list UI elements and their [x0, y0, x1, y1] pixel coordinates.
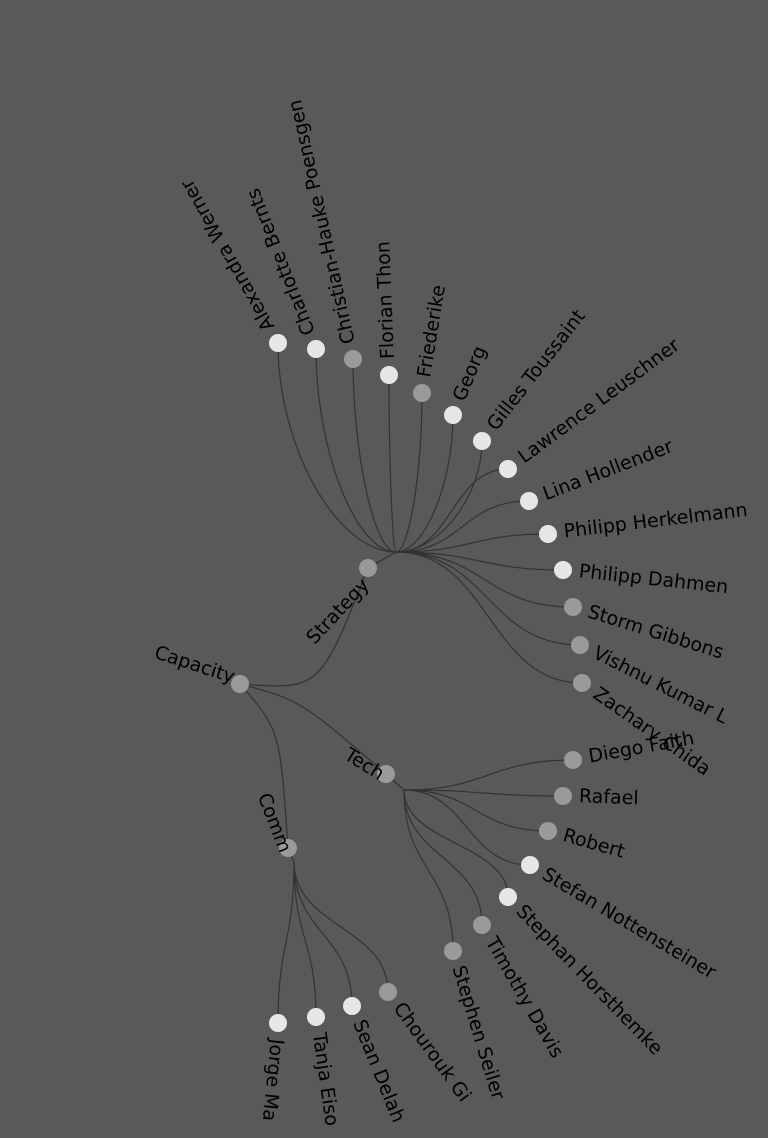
- member-node[interactable]: [269, 334, 287, 352]
- member-node[interactable]: [573, 674, 591, 692]
- member-node[interactable]: [413, 384, 431, 402]
- member-label: Friederike: [413, 283, 450, 379]
- member-node[interactable]: [344, 350, 362, 368]
- member-node[interactable]: [499, 460, 517, 478]
- member-label: Philipp Dahmen: [578, 560, 730, 598]
- leaf-link: [395, 551, 564, 571]
- leaf-link: [403, 789, 564, 797]
- leaf-link: [315, 348, 397, 553]
- leaf-link: [403, 789, 454, 952]
- leaf-link: [395, 440, 483, 553]
- member-node[interactable]: [473, 916, 491, 934]
- tree-nodes: [231, 334, 591, 1032]
- leaf-link: [352, 358, 397, 553]
- member-node[interactable]: [499, 888, 517, 906]
- leaf-link: [395, 500, 530, 553]
- member-label: Jorge Ma: [258, 1037, 288, 1122]
- member-label: Philipp Herkelmann: [563, 499, 749, 543]
- member-node[interactable]: [539, 822, 557, 840]
- member-label: Florian Thon: [372, 241, 399, 360]
- leaf-link: [388, 374, 397, 553]
- member-label: Robert: [561, 824, 628, 862]
- leaf-link: [395, 468, 509, 553]
- member-node[interactable]: [473, 432, 491, 450]
- leaf-link: [395, 392, 423, 553]
- member-node[interactable]: [444, 942, 462, 960]
- member-node[interactable]: [379, 983, 397, 1001]
- member-node[interactable]: [520, 492, 538, 510]
- member-node[interactable]: [521, 856, 539, 874]
- member-node[interactable]: [564, 598, 582, 616]
- member-node[interactable]: [554, 561, 572, 579]
- member-node[interactable]: [564, 751, 582, 769]
- leaf-link: [403, 789, 549, 832]
- leaf-link: [293, 861, 353, 1007]
- leaf-link: [395, 551, 574, 608]
- leaf-link: [293, 861, 317, 1018]
- member-node[interactable]: [444, 406, 462, 424]
- root-label: Capacity: [152, 641, 238, 688]
- leaf-link: [395, 533, 549, 553]
- member-node[interactable]: [539, 525, 557, 543]
- member-node[interactable]: [380, 366, 398, 384]
- root-link: [239, 567, 369, 687]
- group-node[interactable]: [279, 839, 297, 857]
- root-link: [239, 683, 289, 849]
- leaf-link: [277, 342, 397, 553]
- member-label: Sean Delah: [348, 1017, 409, 1126]
- member-node[interactable]: [269, 1014, 287, 1032]
- member-label: Georg: [449, 343, 491, 405]
- leaf-link: [395, 551, 581, 646]
- root-link: [239, 683, 387, 775]
- leaf-link: [403, 789, 483, 926]
- root-node[interactable]: [231, 675, 249, 693]
- member-node[interactable]: [554, 787, 572, 805]
- member-node[interactable]: [343, 997, 361, 1015]
- group-label: Strategy: [302, 574, 374, 649]
- member-label: Rafael: [579, 785, 640, 809]
- member-label: Tanja Eiso: [308, 1030, 343, 1127]
- group-node[interactable]: [377, 765, 395, 783]
- group-label: Comm: [253, 790, 296, 856]
- leaf-link: [403, 789, 531, 866]
- leaf-link: [403, 789, 509, 898]
- leaf-link: [395, 414, 454, 553]
- member-label: Lina Hollender: [540, 435, 676, 505]
- leaf-link: [293, 861, 389, 993]
- member-node[interactable]: [571, 636, 589, 654]
- leaf-link: [395, 551, 583, 684]
- group-node[interactable]: [359, 559, 377, 577]
- tree-links: [239, 342, 583, 1024]
- leaf-link: [277, 861, 295, 1024]
- leaf-link: [403, 759, 574, 791]
- member-node[interactable]: [307, 340, 325, 358]
- member-node[interactable]: [307, 1008, 325, 1026]
